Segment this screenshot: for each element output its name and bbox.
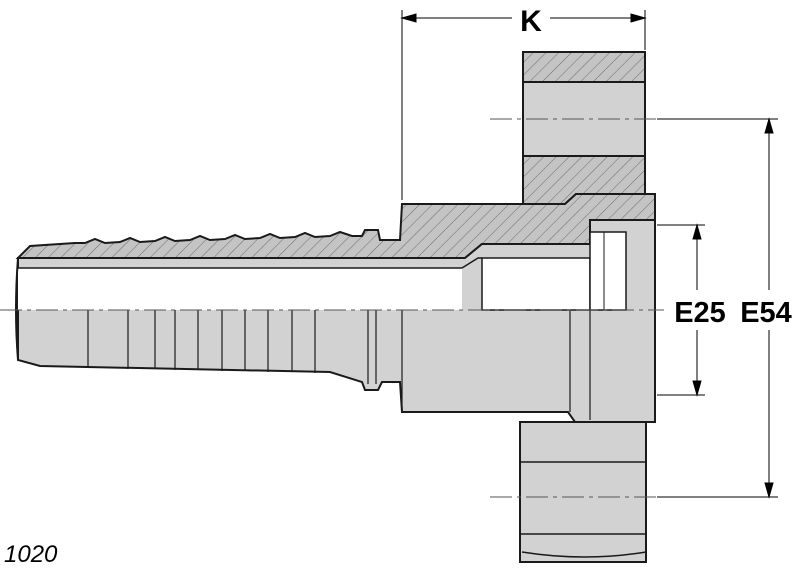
bore-cavity	[18, 268, 462, 310]
e54-arrow-top	[764, 117, 774, 134]
counterbore	[481, 257, 591, 311]
k-label: K	[520, 5, 542, 38]
e25-arrow-bottom	[692, 380, 702, 397]
tail-nose	[15, 257, 19, 361]
e54-arrow-bottom	[764, 482, 774, 499]
k-arrow-right	[630, 13, 647, 23]
e25-arrow-top	[692, 223, 702, 240]
e25-label: E25	[674, 297, 726, 329]
body-upper-hatched-section	[15, 193, 656, 259]
center-lines	[0, 118, 665, 498]
k-arrow-left	[400, 13, 417, 23]
seat-recess	[589, 231, 627, 311]
tail-rib-lines	[87, 310, 591, 420]
drawing-reference-number: 1020	[4, 541, 58, 568]
e-labels-backdrop	[664, 294, 800, 328]
k-label-backdrop	[512, 3, 550, 33]
flange-lower-body	[519, 421, 647, 563]
e54-label: E54	[740, 297, 792, 329]
flange-bottom-edge	[521, 551, 647, 558]
dimensions	[400, 10, 778, 499]
flange-top-hatched-section	[522, 51, 646, 83]
bore-transition	[461, 257, 482, 269]
fitting-body	[15, 193, 656, 423]
